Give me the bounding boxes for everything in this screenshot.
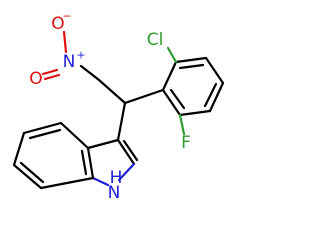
ring-bond-6-inner <box>169 88 186 110</box>
benzo-c6-c7-inner <box>19 161 45 184</box>
ring-bond-4 <box>208 81 225 113</box>
bond-n-o-left-2 <box>43 73 61 81</box>
indole-n-label: N <box>108 183 121 203</box>
bond-n-o-left <box>41 68 59 76</box>
nitrogen-plus-label: N <box>63 52 76 72</box>
oxygen-double-label: O <box>29 69 42 89</box>
pyrrole-c3-c2-inner <box>122 139 139 162</box>
bond-c-f <box>178 113 186 136</box>
benzo-c4-c5 <box>22 121 63 135</box>
molecule-structure: O − N + O Cl F H N <box>0 0 250 250</box>
ring-bond-5 <box>178 109 212 117</box>
ring-bond-1 <box>161 60 178 92</box>
nitro-group-bonds <box>41 30 101 82</box>
benzo-c3a-c7a-inner <box>80 149 88 176</box>
benzo-c5-c6 <box>12 131 26 167</box>
ring-bond-2-inner <box>178 63 205 70</box>
bond-o-n-top <box>62 30 68 54</box>
bond-n-ch2 <box>79 64 101 82</box>
pyrrole-c3-c2 <box>116 138 136 166</box>
nitrogen-plus-charge: + <box>76 49 85 62</box>
ring-bond-2 <box>174 56 208 64</box>
indole-bonds <box>12 121 139 190</box>
bond-ch2-ch <box>97 78 127 105</box>
oxygen-minus-label: O <box>51 14 64 34</box>
bond-c-cl <box>166 46 178 64</box>
pyrrole-c3a-c3 <box>86 138 120 150</box>
phenyl-ring-bonds <box>161 46 225 136</box>
ring-bond-6 <box>161 88 182 117</box>
benzo-c3a-c4 <box>59 121 90 150</box>
pyrrole-n-c7a <box>91 176 110 187</box>
pyrrole-c7a-c3a <box>86 146 95 180</box>
atom-labels: O − N + O Cl F H N <box>29 10 191 204</box>
bond-ch-indole <box>116 101 127 142</box>
indole-nh-label: H <box>110 168 123 188</box>
ring-bond-3 <box>204 56 225 85</box>
bond-ch-aryl <box>123 88 165 105</box>
benzo-c6-c7 <box>12 163 43 190</box>
chlorine-label: Cl <box>147 30 164 50</box>
fluorine-label: F <box>181 133 191 153</box>
ring-bond-4-inner <box>203 82 218 108</box>
oxygen-minus-charge: − <box>62 10 71 23</box>
benzo-c7-c7a <box>39 176 95 190</box>
chain-bonds <box>97 78 165 142</box>
benzo-c4-c5-inner <box>28 128 62 140</box>
canvas-background <box>0 0 250 250</box>
pyrrole-c2-n <box>117 162 136 182</box>
